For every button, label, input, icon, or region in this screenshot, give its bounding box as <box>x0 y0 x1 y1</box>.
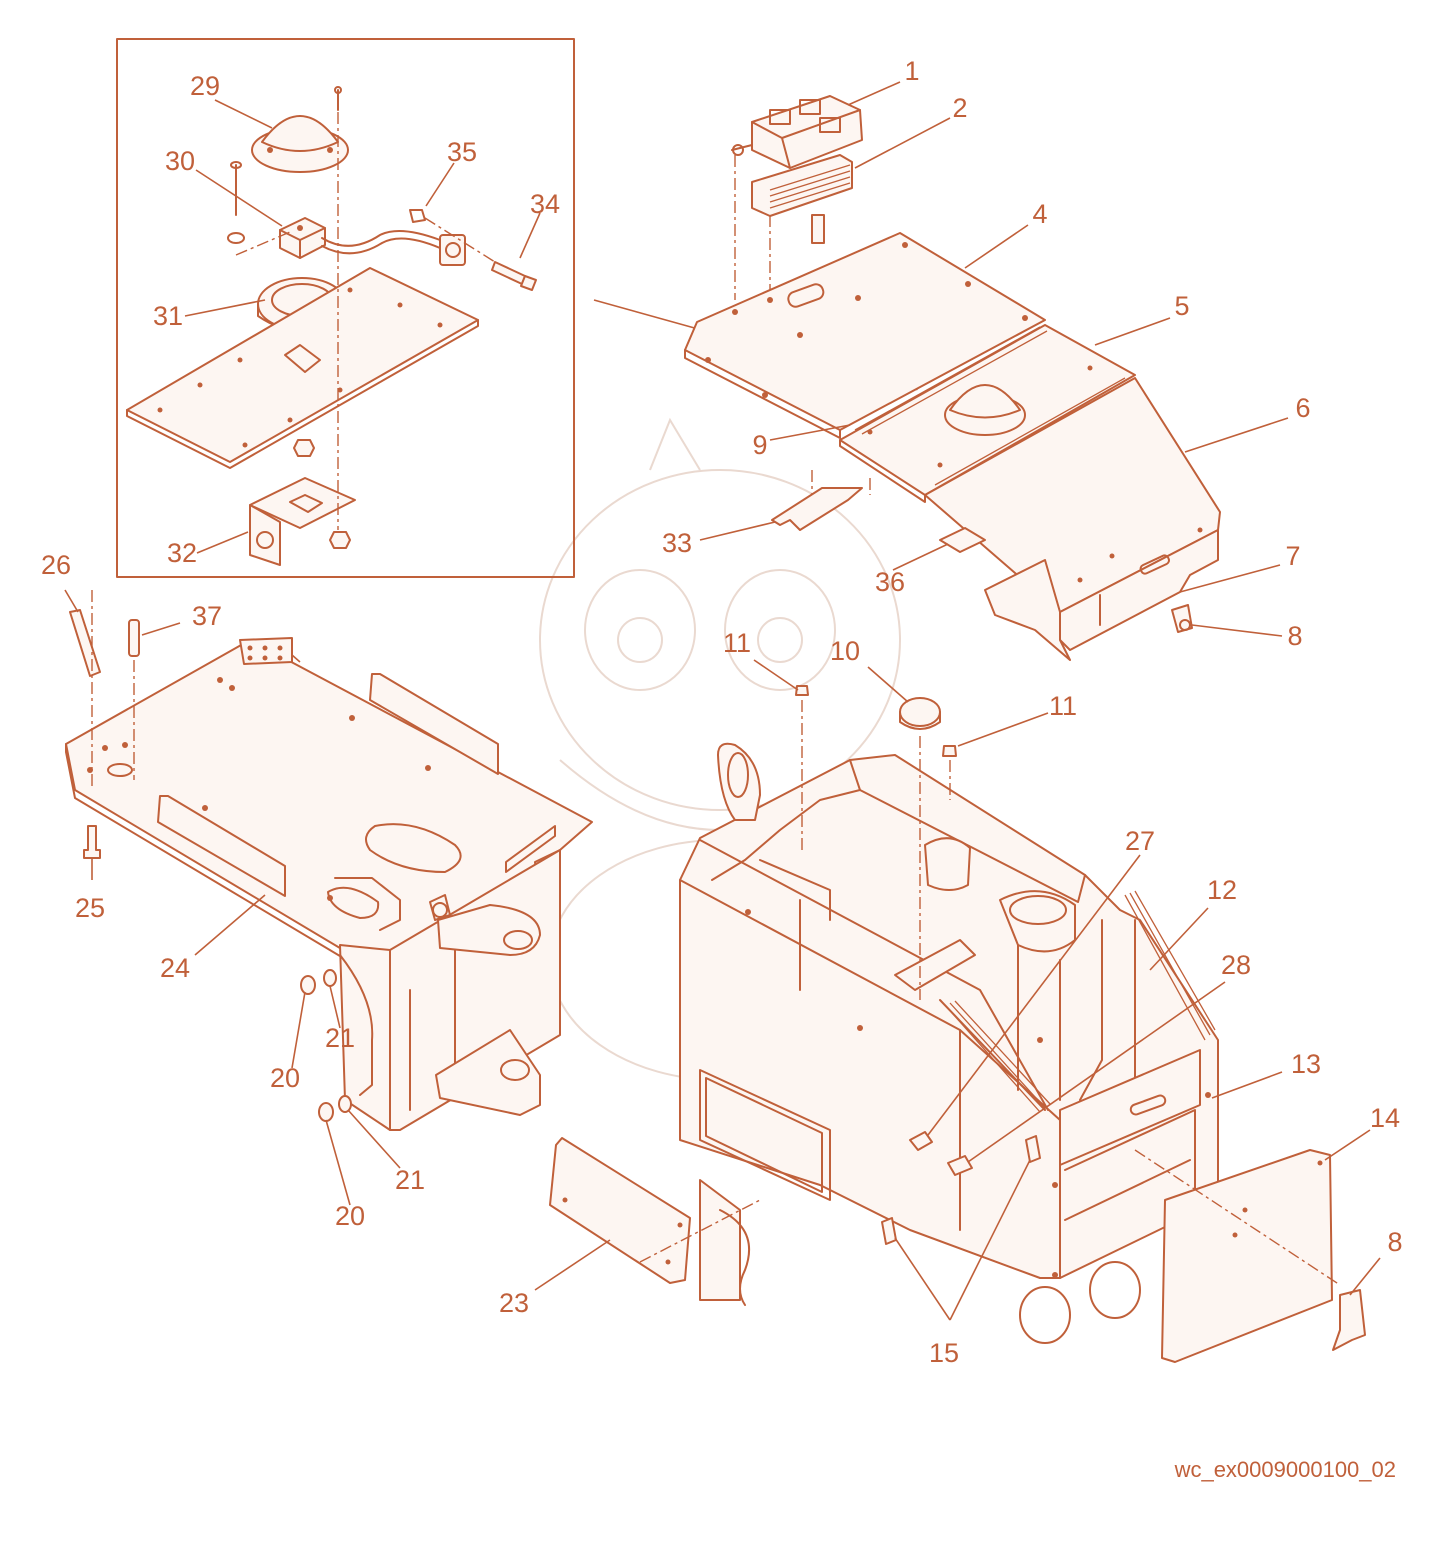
bracket-part <box>249 477 356 566</box>
callout-31: 31 <box>153 301 183 331</box>
latch-8-lower <box>1332 1289 1366 1351</box>
dome-light-assembly <box>944 384 1026 436</box>
callout-13: 13 <box>1291 1049 1321 1079</box>
detail-inset <box>116 38 575 578</box>
regulator-part <box>751 154 853 244</box>
callout-12: 12 <box>1207 875 1237 905</box>
callout-10: 10 <box>830 636 860 666</box>
small-plate-part <box>939 527 986 553</box>
junction-block-part <box>227 161 326 259</box>
bolt-11-left <box>795 685 809 696</box>
callout-4: 4 <box>1032 199 1047 229</box>
rear-cover-panel <box>924 377 1221 661</box>
callout-5: 5 <box>1174 291 1189 321</box>
side-panel-left <box>549 1137 691 1284</box>
callout-21-lower: 21 <box>395 1165 425 1195</box>
inset-frame <box>116 38 575 578</box>
pin-part <box>128 619 140 657</box>
seat-pedestal-part <box>339 849 561 1131</box>
hinge-part <box>69 609 101 677</box>
callout-29: 29 <box>190 71 220 101</box>
callout-labels: 1 2 4 5 6 7 8 8 9 10 11 11 12 13 14 15 2… <box>41 56 1403 1368</box>
side-panel-right <box>1161 1149 1333 1363</box>
callout-36: 36 <box>875 567 905 597</box>
main-frame-part <box>679 742 1219 1344</box>
fitting-28-part <box>947 1155 973 1176</box>
callout-28: 28 <box>1221 950 1251 980</box>
callout-37: 37 <box>192 601 222 631</box>
callout-8-upper: 8 <box>1287 621 1302 651</box>
callout-14: 14 <box>1370 1103 1400 1133</box>
washer-21-lower <box>338 1095 352 1113</box>
plug-15-upper <box>1025 1135 1041 1163</box>
callout-27: 27 <box>1125 826 1155 856</box>
callout-1: 1 <box>904 56 919 86</box>
hinge-bracket-part <box>771 487 863 531</box>
bolt-part <box>491 261 537 291</box>
fitting-27-part <box>909 1131 933 1151</box>
callout-11-right: 11 <box>1049 691 1077 721</box>
callout-24: 24 <box>160 953 190 983</box>
filler-cap-part <box>899 697 941 730</box>
callout-35: 35 <box>447 137 477 167</box>
callout-2: 2 <box>952 93 967 123</box>
callout-15: 15 <box>929 1338 959 1368</box>
callout-9: 9 <box>752 430 767 460</box>
dome-cover-part <box>251 115 349 173</box>
washer-21-upper <box>323 969 337 987</box>
bolt-25-part <box>83 825 101 859</box>
callout-32: 32 <box>167 538 197 568</box>
connector-part <box>439 234 466 266</box>
front-cover-panel <box>684 232 1046 439</box>
callout-7: 7 <box>1285 541 1300 571</box>
callout-20-upper: 20 <box>270 1063 300 1093</box>
latch-part <box>1171 604 1193 633</box>
leader-lines <box>64 81 1381 1321</box>
callout-21-upper: 21 <box>325 1023 355 1053</box>
bumper-20-lower <box>318 1102 334 1122</box>
callout-20-lower: 20 <box>335 1201 365 1231</box>
callout-8-lower: 8 <box>1387 1227 1402 1257</box>
callout-6: 6 <box>1295 393 1310 423</box>
bumper-20-upper <box>300 975 316 995</box>
callout-33: 33 <box>662 528 692 558</box>
callout-25: 25 <box>75 893 105 923</box>
mounting-plate-part <box>126 267 479 469</box>
seat-platform-part <box>65 637 593 969</box>
callout-30: 30 <box>165 146 195 176</box>
callout-23: 23 <box>499 1288 529 1318</box>
control-housing-part <box>731 95 863 169</box>
callout-34: 34 <box>530 189 560 219</box>
figure-identifier: wc_ex0009000100_02 <box>1174 1457 1396 1482</box>
callout-26: 26 <box>41 550 71 580</box>
callout-11-left: 11 <box>723 628 751 658</box>
bolt-11-right <box>942 745 957 757</box>
